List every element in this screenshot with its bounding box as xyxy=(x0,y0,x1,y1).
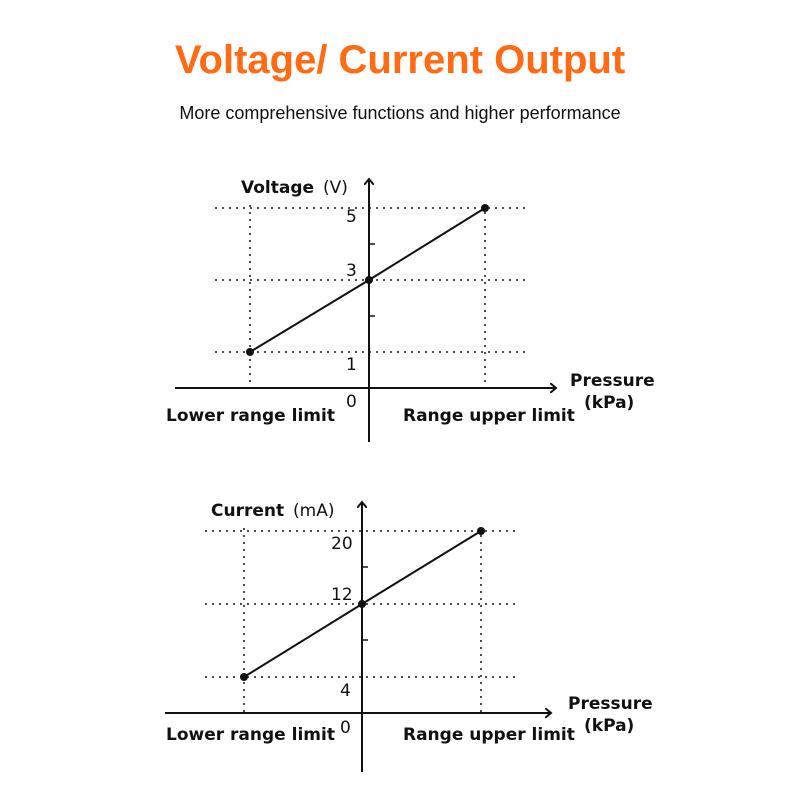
current-x-label-lower: Lower range limit xyxy=(166,725,335,745)
voltage-origin-label: 0 xyxy=(346,392,357,412)
voltage-tick-label-5: 5 xyxy=(346,207,357,227)
current-tick-label-12: 12 xyxy=(331,585,353,605)
voltage-x-axis-name: Pressure xyxy=(570,371,655,391)
current-x-axis-name: Pressure xyxy=(568,694,653,714)
current-point-upper xyxy=(477,527,485,535)
voltage-tick-label-1: 1 xyxy=(346,355,357,375)
current-origin-label: 0 xyxy=(340,718,351,738)
voltage-x-label-upper: Range upper limit xyxy=(403,406,575,426)
current-point-mid xyxy=(358,600,366,608)
page-subtitle: More comprehensive functions and higher … xyxy=(179,103,621,123)
voltage-point-mid xyxy=(365,276,373,284)
current-point-lower xyxy=(240,673,248,681)
voltage-axis-unit: (V) xyxy=(323,178,348,198)
voltage-point-lower xyxy=(246,348,254,356)
voltage-x-axis-unit: (kPa) xyxy=(584,393,634,413)
current-axis-unit: (mA) xyxy=(293,501,334,521)
voltage-point-upper xyxy=(481,204,489,212)
current-x-axis-unit: (kPa) xyxy=(584,716,634,736)
page-title: Voltage/ Current Output xyxy=(174,38,626,82)
voltage-chart: Voltage (V) 5 3 1 0 Pressure (kPa) Lower… xyxy=(166,178,655,442)
voltage-axis-name: Voltage xyxy=(241,178,314,198)
current-tick-label-4: 4 xyxy=(340,681,351,701)
current-tick-label-20: 20 xyxy=(331,534,353,554)
current-chart: Current (mA) 20 12 4 0 Pressure (kPa) Lo… xyxy=(165,501,653,772)
voltage-x-label-lower: Lower range limit xyxy=(166,406,335,426)
current-axis-name: Current xyxy=(211,501,284,521)
current-x-label-upper: Range upper limit xyxy=(403,725,575,745)
voltage-tick-label-3: 3 xyxy=(346,261,357,281)
